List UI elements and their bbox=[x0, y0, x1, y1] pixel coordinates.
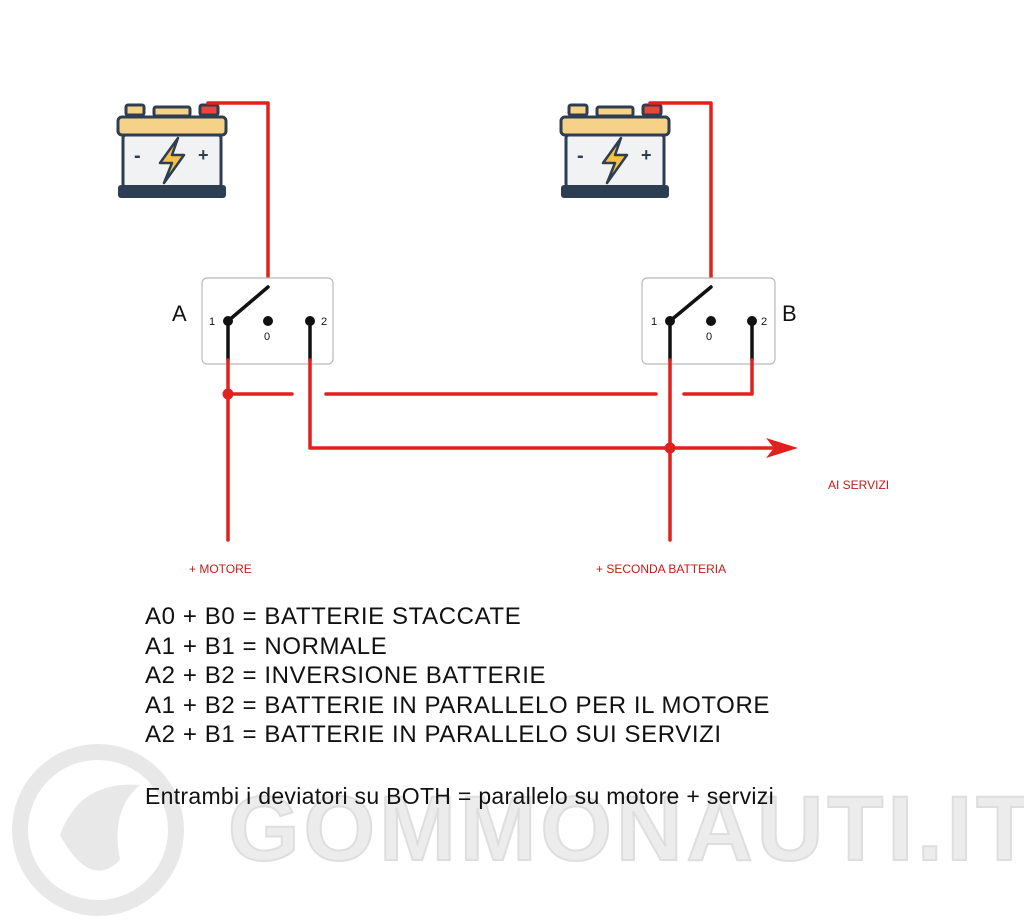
switch-a: A 1 0 2 bbox=[172, 277, 334, 365]
legend-item: A1 + B2 = BATTERIE IN PARALLELO PER IL M… bbox=[145, 691, 770, 719]
switch-a-letter: A bbox=[172, 301, 187, 326]
battery-a-plus: + bbox=[198, 145, 209, 165]
battery-a-bolt-icon bbox=[158, 136, 186, 185]
switch-a-terminal-0 bbox=[263, 316, 273, 326]
battery-b-plus: + bbox=[641, 145, 652, 165]
both-switches-note: Entrambi i deviatori su BOTH = parallelo… bbox=[145, 783, 775, 809]
label-engine: + MOTORE bbox=[189, 562, 252, 576]
battery-a-minus: - bbox=[134, 145, 141, 167]
switch-a-terminal-0-label: 0 bbox=[264, 331, 270, 343]
legend-item: A2 + B1 = BATTERIE IN PARALLELO SUI SERV… bbox=[145, 721, 722, 748]
wire-a2-to-services bbox=[308, 358, 774, 450]
switch-combinations-legend: A0 + B0 = BATTERIE STACCATE A1 + B1 = NO… bbox=[145, 602, 770, 750]
legend-item: A0 + B0 = BATTERIE STACCATE bbox=[145, 603, 522, 630]
switch-a-terminal-2-label: 2 bbox=[321, 316, 327, 328]
legend-item: A2 + B2 = INVERSIONE BATTERIE bbox=[145, 662, 547, 689]
switch-b-lever bbox=[668, 285, 713, 323]
junction-b1 bbox=[664, 442, 676, 454]
switch-b-terminal-1-label: 1 bbox=[651, 316, 657, 328]
legend-item: A1 + B1 = NORMALE bbox=[145, 632, 388, 660]
label-second-battery: + SECONDA BATTERIA bbox=[596, 562, 726, 576]
wire-bridge-a1-b2-part3 bbox=[682, 358, 754, 396]
switch-b-terminal-2-label: 2 bbox=[761, 316, 767, 328]
battery-b-icon: - + bbox=[559, 103, 671, 198]
wire-battery-a-positive bbox=[206, 101, 270, 289]
switch-a-terminal-1-label: 1 bbox=[209, 316, 215, 328]
wire-battery-b-positive bbox=[648, 101, 713, 289]
switch-b: B 1 0 2 bbox=[641, 277, 797, 365]
switch-a-lever bbox=[226, 285, 270, 323]
battery-b-minus: - bbox=[577, 145, 584, 167]
label-services: AI SERVIZI bbox=[828, 478, 889, 492]
battery-b-bolt-icon bbox=[601, 136, 629, 185]
battery-a-icon: - + bbox=[116, 103, 228, 198]
junction-a1 bbox=[222, 388, 234, 400]
switch-b-terminal-0-label: 0 bbox=[706, 331, 712, 343]
services-arrow-icon bbox=[766, 438, 798, 458]
switch-b-letter: B bbox=[782, 301, 797, 326]
switch-b-terminal-0 bbox=[706, 316, 716, 326]
